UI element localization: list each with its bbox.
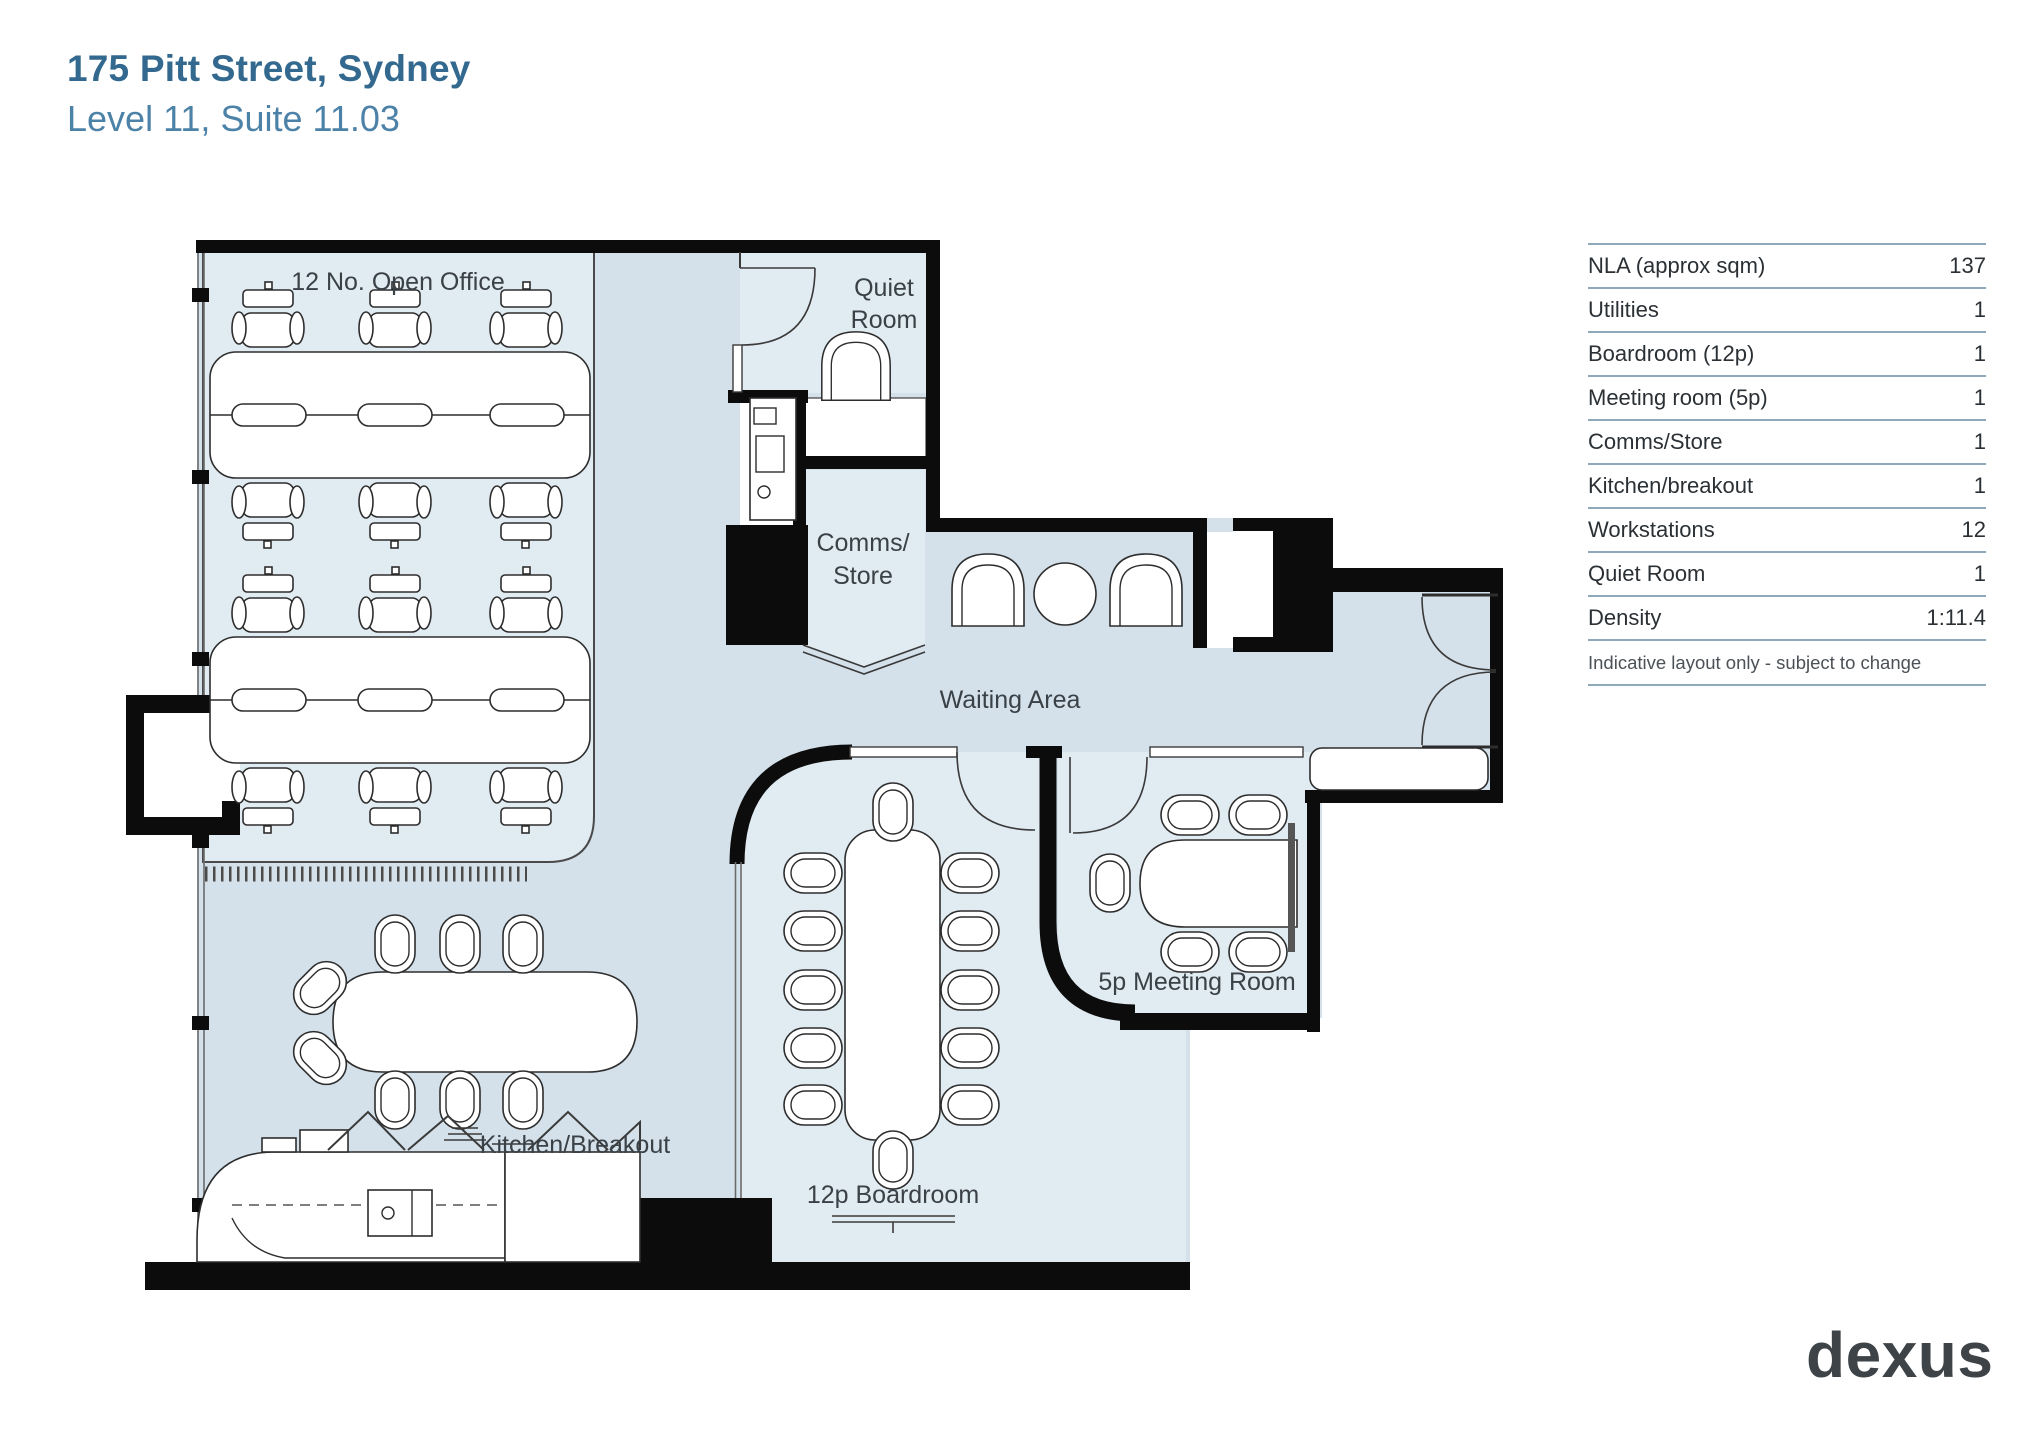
quiet-room-chair [821, 331, 891, 402]
row-label: NLA (approx sqm) [1588, 253, 1766, 278]
row-value: 1 [1973, 561, 1986, 586]
table-row: Kitchen/breakout 1 [1588, 463, 1986, 507]
waiting-chairs [951, 553, 1183, 627]
row-value: 1 [1973, 385, 1986, 410]
label-comms-2: Store [833, 562, 893, 590]
label-meeting-room: 5p Meeting Room [1098, 968, 1295, 996]
page-subtitle: Level 11, Suite 11.03 [67, 98, 400, 139]
meeting-glazing [1149, 746, 1304, 758]
row-label: Boardroom (12p) [1588, 341, 1755, 366]
glazing-segment [732, 344, 743, 393]
row-value: 1:11.4 [1926, 605, 1986, 630]
workstation-bank-2 [209, 566, 591, 834]
utilities-room [797, 397, 927, 459]
table-row: Meeting room (5p) 1 [1588, 375, 1986, 419]
row-value: 1 [1973, 429, 1986, 454]
row-label: Meeting room (5p) [1588, 385, 1768, 410]
summary-table: NLA (approx sqm) 137 Utilities 1 Boardro… [1588, 243, 1986, 686]
row-label: Quiet Room [1588, 561, 1706, 586]
boardroom-table [783, 782, 1000, 1233]
label-quiet-room-2: Room [851, 306, 918, 334]
comms-desk [749, 397, 797, 521]
row-label: Utilities [1588, 297, 1659, 322]
row-value: 1 [1973, 341, 1986, 366]
table-row: NLA (approx sqm) 137 [1588, 243, 1986, 287]
kitchen-table [284, 914, 638, 1130]
workstation-bank-1 [209, 281, 591, 549]
comms-store-room [803, 470, 925, 668]
riser-box [126, 695, 240, 835]
row-value: 12 [1961, 517, 1986, 542]
label-waiting-area: Waiting Area [940, 686, 1081, 714]
walls [145, 240, 1503, 1290]
entry-credenza [1309, 747, 1489, 791]
table-row: Quiet Room 1 [1588, 551, 1986, 595]
row-label: Comms/Store [1588, 429, 1723, 454]
label-comms-1: Comms/ [816, 529, 909, 557]
dexus-logo: dexus [1806, 1319, 1994, 1391]
row-label: Workstations [1588, 517, 1715, 542]
doors [740, 267, 1498, 834]
label-boardroom: 12p Boardroom [807, 1181, 979, 1209]
meeting-table [1089, 794, 1298, 973]
kitchen-counter [196, 1110, 641, 1263]
comms-chevron [802, 644, 926, 675]
label-open-office: 12 No. Open Office [291, 268, 505, 296]
label-quiet-room-1: Quiet [854, 274, 914, 302]
meeting-screen [1288, 823, 1295, 952]
table-row: Utilities 1 [1588, 287, 1986, 331]
label-kitchen: Kitchen/Breakout [480, 1131, 670, 1159]
page-title: 175 Pitt Street, Sydney [67, 48, 471, 89]
table-row: Density 1:11.4 [1588, 595, 1986, 639]
row-value: 137 [1949, 253, 1986, 278]
boardroom-glazing [849, 746, 958, 758]
title-block: 175 Pitt Street, Sydney Level 11, Suite … [67, 48, 471, 140]
row-label: Kitchen/breakout [1588, 473, 1754, 498]
row-value: 1 [1973, 297, 1986, 322]
row-label: Density [1588, 605, 1662, 630]
table-row: Boardroom (12p) 1 [1588, 331, 1986, 375]
table-row: Comms/Store 1 [1588, 419, 1986, 463]
wall-gap [1207, 532, 1235, 648]
table-disclaimer: Indicative layout only - subject to chan… [1588, 639, 1986, 686]
table-row: Workstations 12 [1588, 507, 1986, 551]
row-value: 1 [1973, 473, 1986, 498]
